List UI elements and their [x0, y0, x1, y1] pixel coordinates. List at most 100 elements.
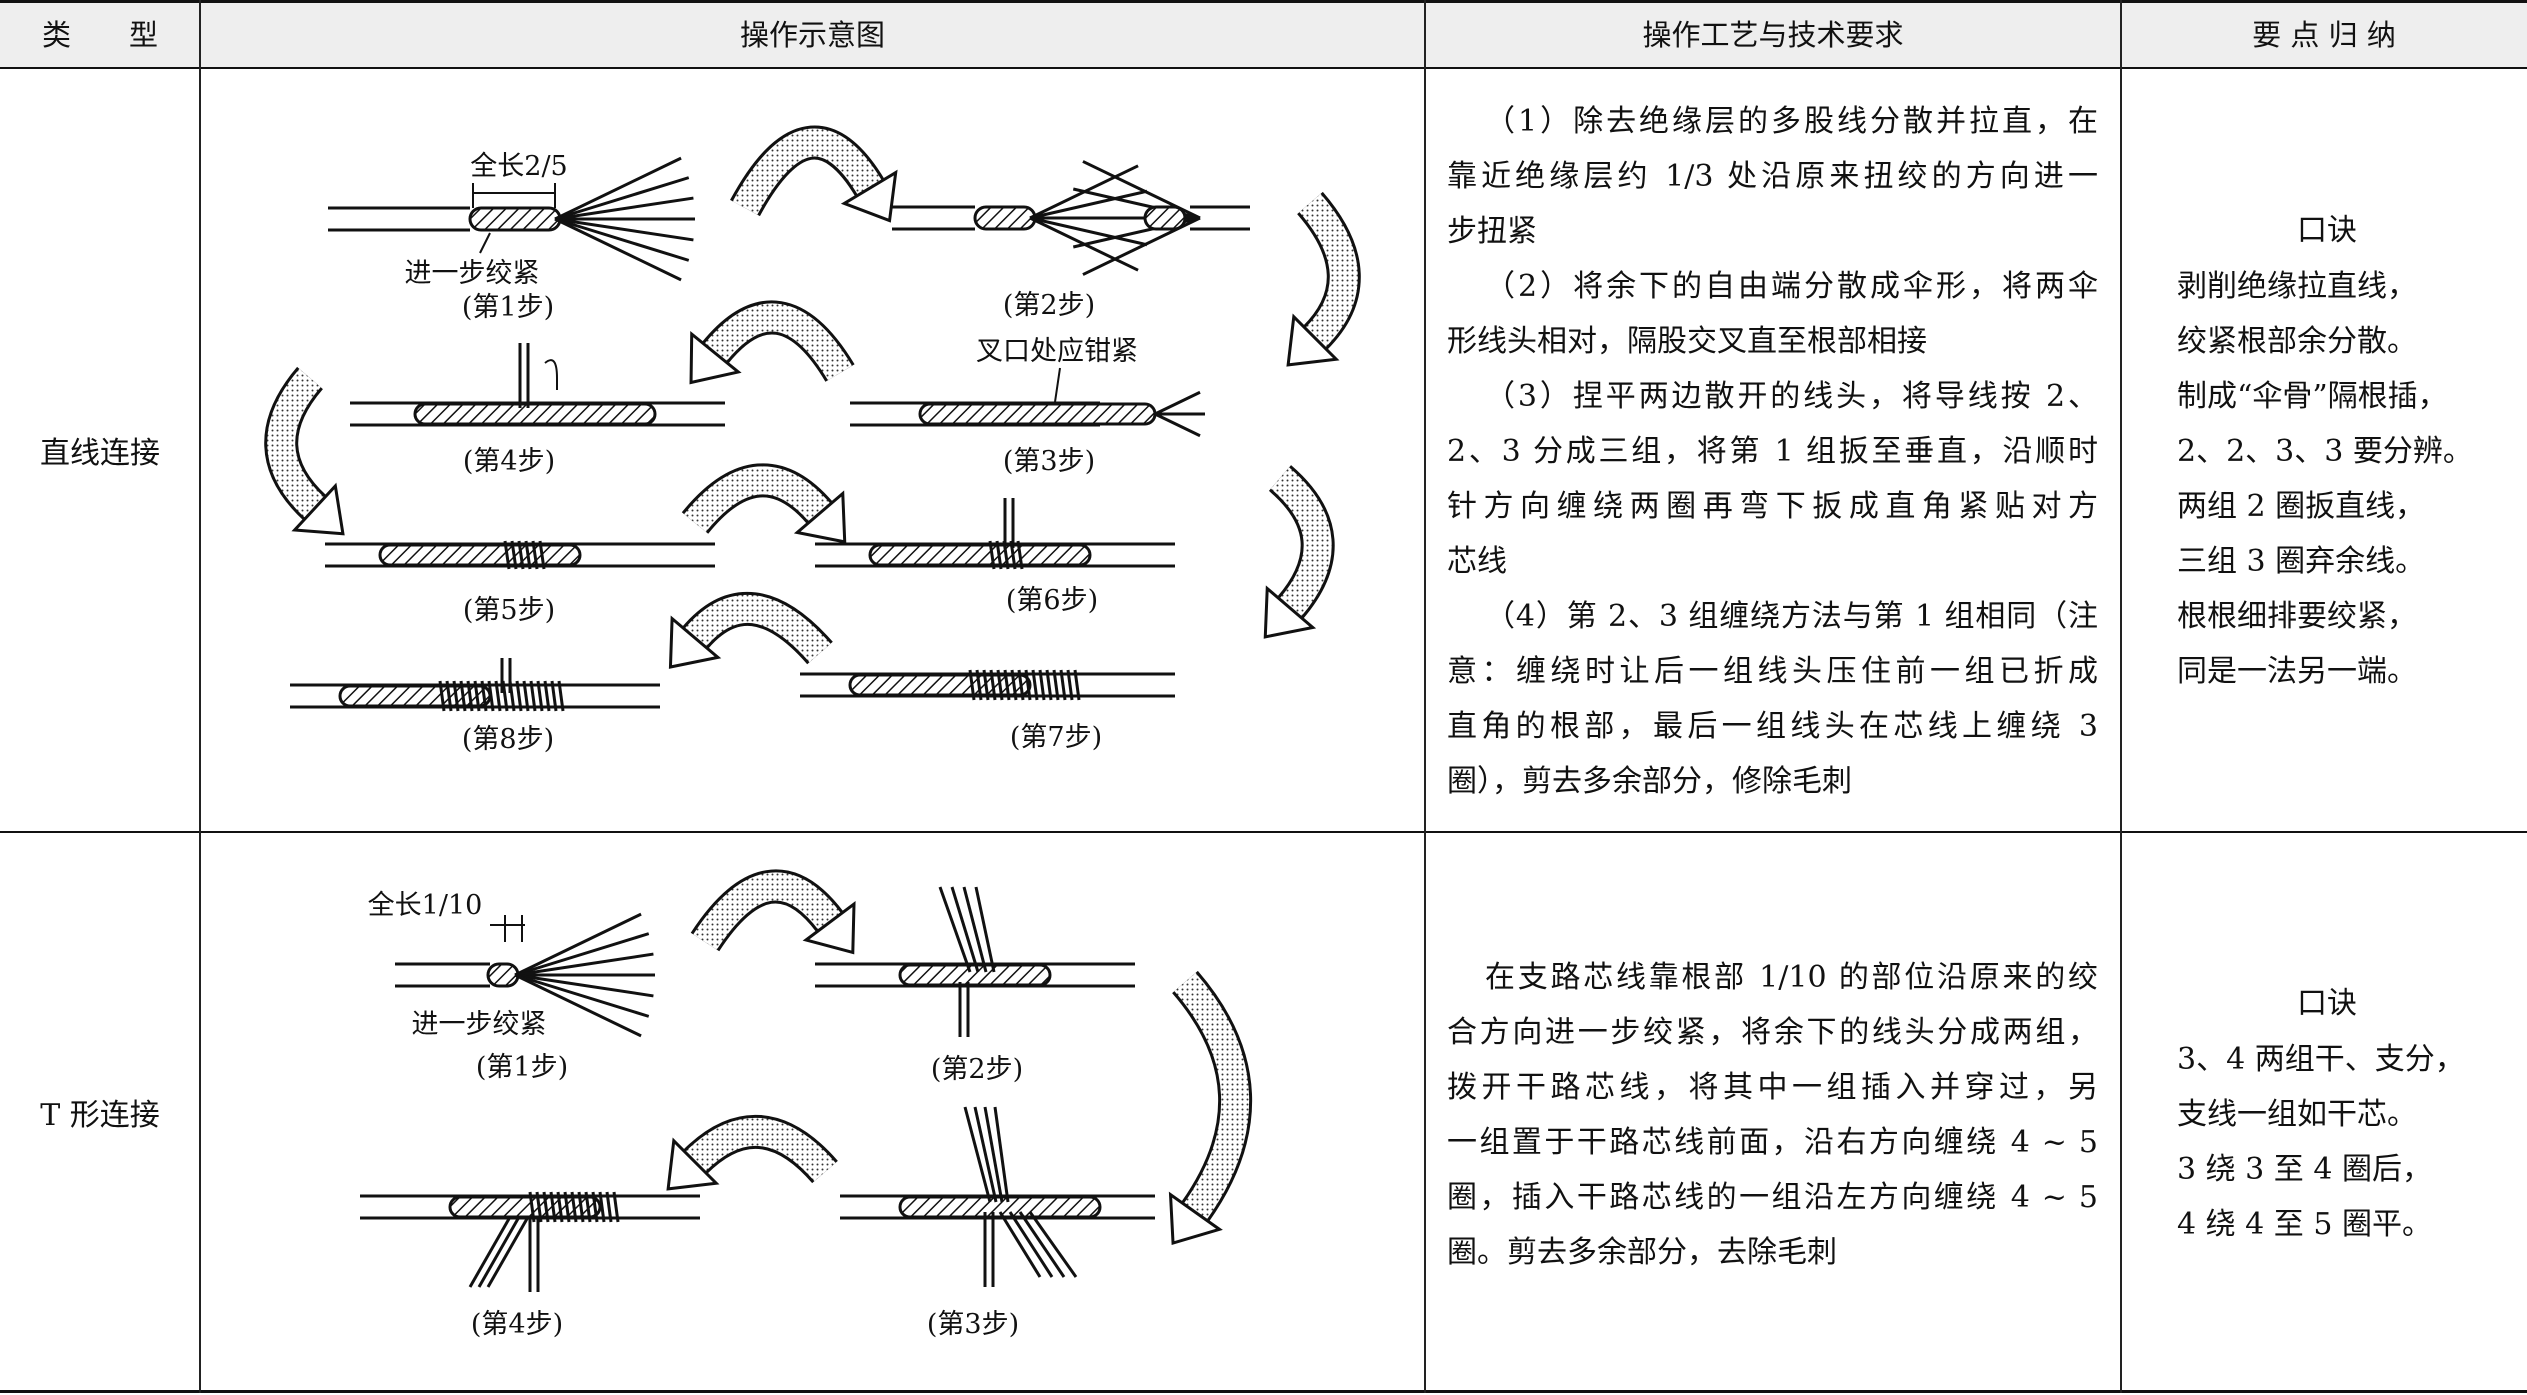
step-4-label: (第4步) [471, 1309, 563, 1340]
column-divider [2120, 0, 2122, 1393]
wire-strand [514, 973, 650, 1018]
mnemonic-title: 口诀 [2297, 986, 2357, 1021]
twisted-core [848, 673, 1032, 697]
twist-label: 进一步绞紧 [412, 1009, 547, 1040]
curved-arrow-icon [704, 303, 853, 381]
wire-coil [1045, 669, 1053, 701]
twisted-core [468, 206, 562, 232]
wire-strand [554, 176, 690, 221]
arrow-head-icon [666, 1137, 720, 1191]
arrow-head-icon [793, 490, 847, 544]
wire-strand [950, 886, 980, 973]
wire-coil [1010, 669, 1018, 701]
step-4-label: (第4步) [463, 446, 555, 477]
curved-arrow-icon [1174, 972, 1250, 1221]
process-line: 2、3 分成三组，将第 1 组扳至垂直，沿顺时 [1447, 434, 2098, 469]
wire-coil [480, 680, 488, 712]
wire-coil [1059, 669, 1067, 701]
length-label: 全长2/5 [470, 151, 567, 182]
twisted-core [378, 543, 582, 567]
wire-coil [1002, 540, 1010, 570]
mnemonic-line: 剥削绝缘拉直线， [2177, 269, 2417, 304]
wire-coil [989, 669, 997, 701]
wire-coil [1003, 669, 1011, 701]
process-line: 针方向缠绕两圈再弯下扳成直角紧贴对方 [1447, 489, 2098, 524]
wire-coil [1031, 669, 1039, 701]
wire-coil [996, 669, 1004, 701]
wire-coil [535, 1191, 543, 1223]
curved-arrow-icon [684, 594, 831, 663]
mnemonic-title: 口诀 [2297, 213, 2357, 248]
process-line: 芯线 [1447, 544, 1507, 579]
wire-strand [554, 196, 694, 221]
table-bottom-border [0, 1390, 2527, 1393]
step-1-label: (第1步) [462, 292, 554, 323]
wire-coil [1016, 540, 1024, 570]
wire-coil [531, 540, 539, 570]
wire-coil [1024, 669, 1032, 701]
wire-coil [529, 680, 537, 712]
process-line: （1）除去绝缘层的多股线分散并拉直，在 [1485, 104, 2098, 139]
wire-coil [549, 1191, 557, 1223]
wire-strand [938, 886, 972, 973]
t-joint-diagram: 全长1/10 进一步绞紧 (第1步) (第2步) (第3步) (第4步) [360, 869, 1253, 1340]
step-2-label: (第2步) [1003, 290, 1095, 321]
twisted-core [898, 963, 1052, 987]
process-line: 意：缠绕时让后一组线头压住前一组已折成 [1447, 654, 2098, 689]
process-line: 形线头相对，隔股交叉直至根部相接 [1447, 324, 1927, 359]
straight-joint-process-text: （1）除去绝缘层的多股线分散并拉直，在靠近绝缘层约 1/3 处沿原来扭绞的方向进… [1447, 94, 2098, 809]
step-1-label: (第1步) [476, 1052, 568, 1083]
fork-label: 叉口处应钳紧 [976, 336, 1138, 367]
mnemonic-line: 根根细排要绞紧， [2177, 599, 2417, 634]
wire-strand [1018, 1211, 1066, 1278]
curved-arrow-icon [1299, 193, 1358, 348]
wire-coil [1066, 669, 1074, 701]
wire-coil [995, 540, 1003, 570]
wire-strand [554, 156, 682, 221]
wire-strand [514, 973, 642, 1038]
wire-coil [584, 1191, 592, 1223]
process-line: （3）捏平两边散开的线头，将导线按 2、 [1485, 379, 2098, 414]
process-line: 圈。剪去多余部分，去除毛刺 [1447, 1235, 1837, 1270]
type-t-joint: T 形连接 [40, 1098, 160, 1133]
wire-coil [487, 680, 495, 712]
wire-coil [524, 540, 532, 570]
wire-coil [1009, 540, 1017, 570]
twist-label: 进一步绞紧 [405, 258, 540, 289]
arrow-head-icon [1263, 585, 1317, 639]
twisted-core [486, 962, 520, 988]
wire-coil [557, 680, 565, 712]
wire-coil [975, 669, 983, 701]
wire-coil [570, 1191, 578, 1223]
leader-line [479, 232, 491, 254]
type-straight-joint: 直线连接 [40, 436, 160, 471]
curved-arrow-icon [685, 1118, 836, 1182]
header-process: 操作工艺与技术要求 [1425, 0, 2121, 68]
wire-coil [598, 1191, 606, 1223]
straight-joint-diagram: 全长2/5 进一步绞紧 叉口处应钳紧 (第1步) (第2步) (第3步) (第4… [264, 125, 1361, 755]
process-line: 圈，插入干路芯线的一组沿左方向缠绕 4 ~ 5 [1447, 1180, 2098, 1215]
leader-line [1054, 367, 1061, 403]
wire-coil [517, 540, 525, 570]
mnemonic-line: 4 绕 4 至 5 圈平。 [2177, 1207, 2432, 1242]
wire-strand [554, 217, 682, 282]
step-2-label: (第2步) [931, 1054, 1023, 1085]
arrow-head-icon [689, 330, 742, 385]
column-divider [199, 0, 201, 1393]
wire-coil [982, 669, 990, 701]
process-line: 圈），剪去多余部分，修除毛刺 [1447, 764, 1852, 799]
step-8-label: (第8步) [462, 724, 554, 755]
arrow-head-icon [802, 900, 856, 955]
process-line: 合方向进一步绞紧，将余下的线头分成两组， [1447, 1015, 2098, 1050]
arrow-head-icon [1286, 313, 1340, 367]
process-line: 一组置于干路芯线前面，沿右方向缠绕 4 ~ 5 [1447, 1125, 2098, 1160]
wire-strand [973, 1106, 998, 1203]
row-divider [0, 831, 2527, 833]
header-diagram: 操作示意图 [200, 0, 1425, 68]
table-top-border [0, 0, 2527, 3]
wire-strand [974, 886, 996, 973]
wire-coil [556, 1191, 564, 1223]
wire-strand [554, 217, 690, 262]
wire-strand [962, 886, 988, 973]
process-line: （4）第 2、3 组缠绕方法与第 1 组相同（注 [1485, 599, 2098, 634]
